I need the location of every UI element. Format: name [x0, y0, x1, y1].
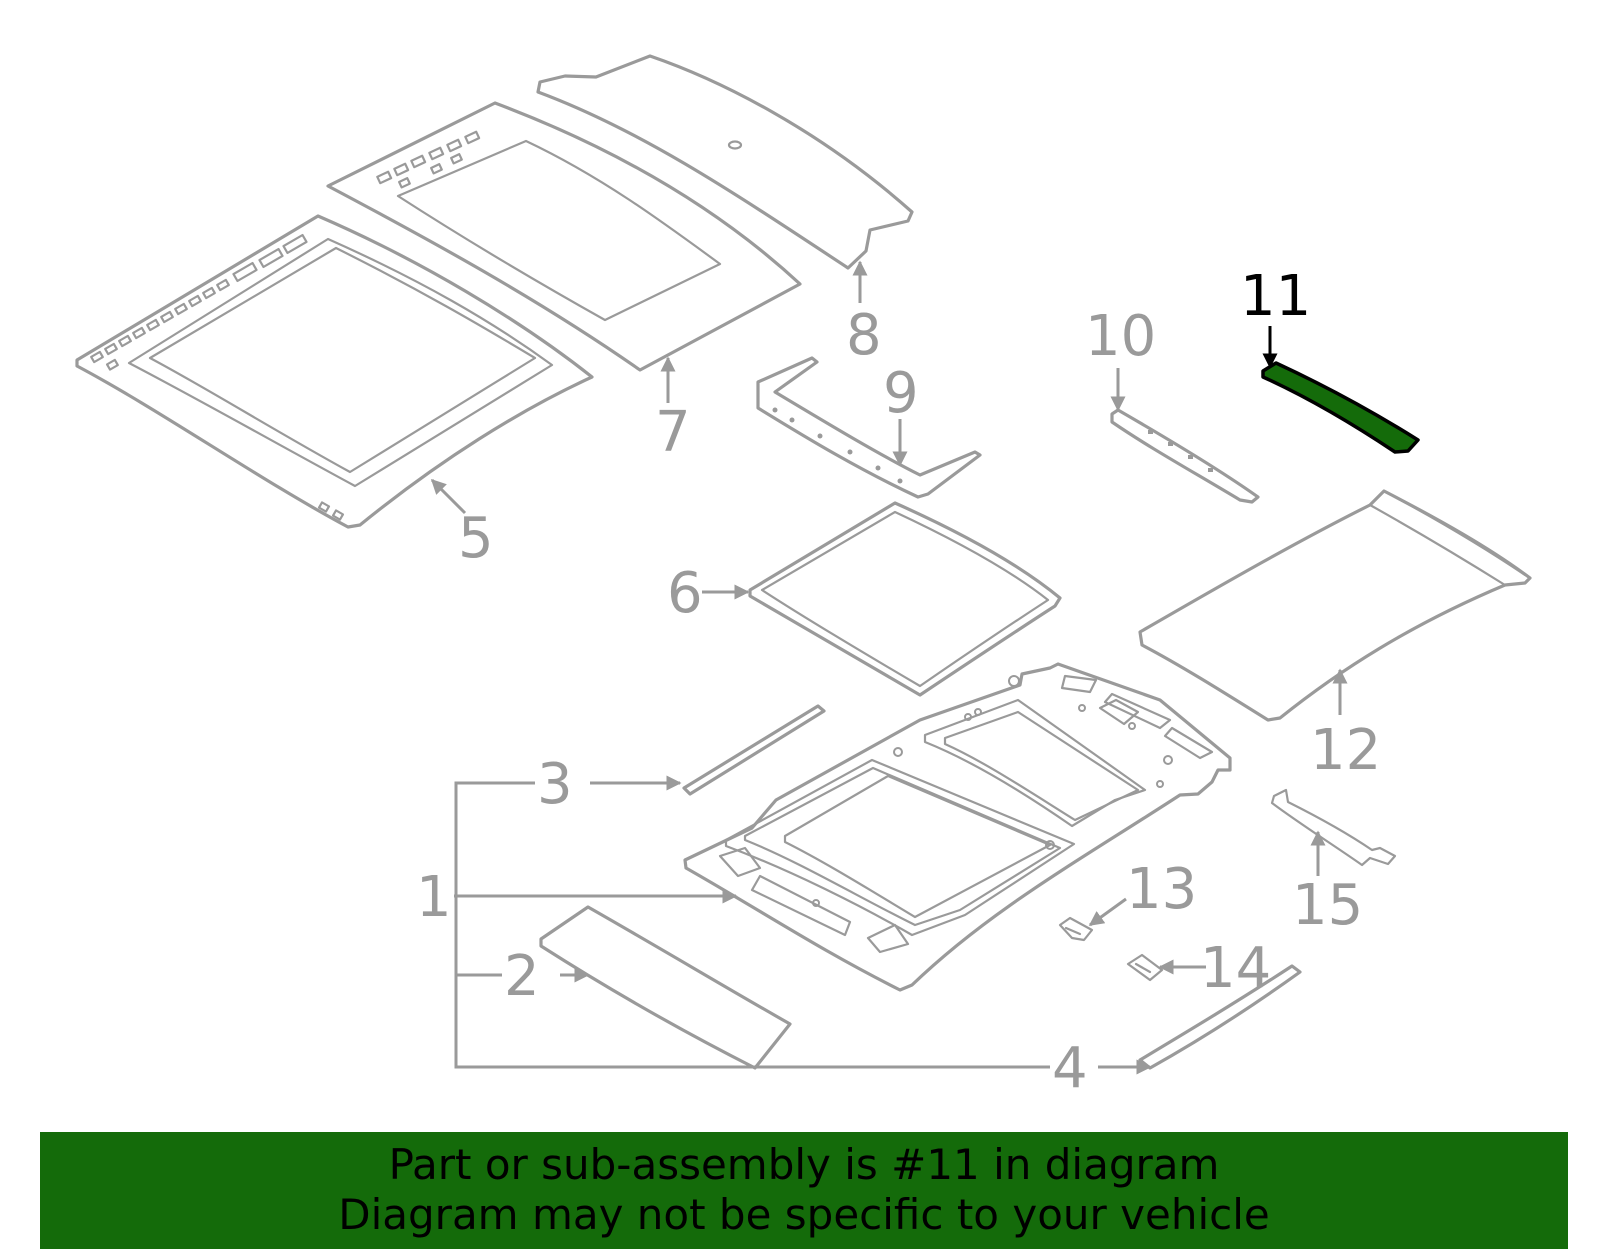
callout-9[interactable]: 9: [883, 361, 919, 426]
part-10-deflector[interactable]: [1110, 408, 1260, 504]
part-1-headliner-frame[interactable]: [683, 662, 1232, 992]
part-6-glass-seal[interactable]: [748, 501, 1062, 697]
part-9-bracket[interactable]: [756, 356, 982, 499]
part-3-trim-strip[interactable]: [682, 704, 826, 796]
part-14-clip[interactable]: [1126, 953, 1164, 982]
banner-line-part: Part or sub-assembly is #11 in diagram: [388, 1140, 1220, 1189]
callout-3[interactable]: 3: [537, 752, 573, 817]
callout-14[interactable]: 14: [1200, 936, 1271, 1001]
part-4-trim-strip[interactable]: [1138, 964, 1302, 1070]
callout-13[interactable]: 13: [1126, 857, 1197, 922]
callout-6[interactable]: 6: [667, 561, 703, 626]
callout-11[interactable]: 11: [1240, 264, 1311, 329]
callout-2[interactable]: 2: [504, 944, 540, 1009]
part-5-glass-panel[interactable]: [75, 214, 594, 529]
part-8-roof-panel[interactable]: [536, 54, 914, 270]
callout-12[interactable]: 12: [1310, 718, 1381, 783]
callout-10[interactable]: 10: [1085, 304, 1156, 369]
callout-5[interactable]: 5: [458, 506, 494, 571]
part-7-panel[interactable]: [326, 101, 802, 372]
part-2-trim-panel[interactable]: [539, 905, 792, 1070]
part-13-clip[interactable]: [1058, 916, 1094, 942]
callout-7[interactable]: 7: [655, 400, 691, 465]
part-12-sunshade[interactable]: [1138, 489, 1532, 722]
callout-1[interactable]: 1: [416, 865, 452, 930]
callout-15[interactable]: 15: [1292, 873, 1363, 938]
info-banner: Part or sub-assembly is #11 in diagram D…: [40, 1132, 1568, 1249]
part-15-bracket[interactable]: [1270, 788, 1397, 867]
callout-4[interactable]: 4: [1052, 1036, 1088, 1101]
leader-lines: [430, 260, 1348, 1075]
part-11-seal-strip[interactable]: [1261, 361, 1420, 454]
callout-labels: 8 7 5 9 10 11 6 12 3 1 13 15 14 2 4: [416, 264, 1381, 1101]
banner-line-disclaimer: Diagram may not be specific to your vehi…: [338, 1190, 1270, 1239]
callout-8[interactable]: 8: [846, 303, 882, 368]
